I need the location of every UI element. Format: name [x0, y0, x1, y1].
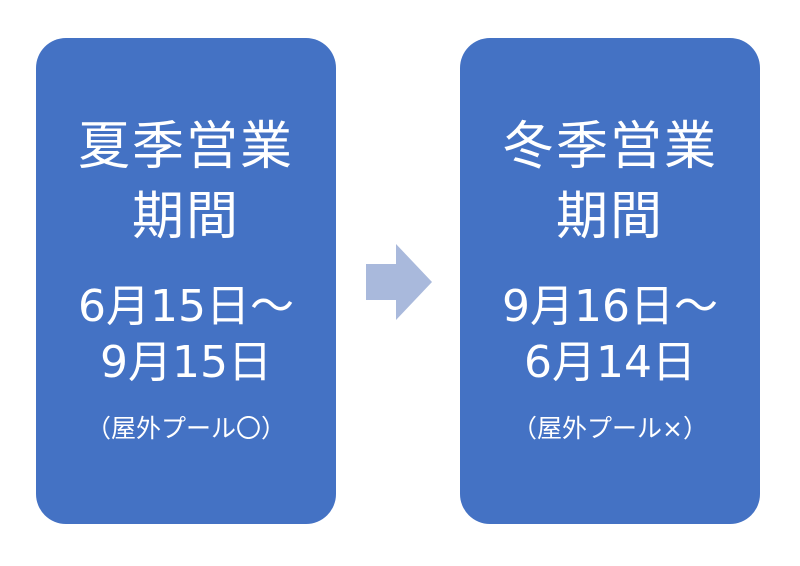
winter-title-line1: 冬季営業	[501, 117, 718, 177]
winter-period-card: 冬季営業 期間 9月16日～ 6月14日 （屋外プール×）	[460, 38, 760, 524]
summer-period-card: 夏季営業 期間 6月15日～ 9月15日 （屋外プール〇）	[36, 38, 336, 524]
summer-date-start: 6月15日～	[78, 281, 294, 332]
winter-outdoor-pool-note: （屋外プール×）	[512, 414, 708, 443]
right-arrow-icon	[366, 244, 432, 320]
winter-date-start: 9月16日～	[502, 281, 718, 332]
summer-date-end: 9月15日	[100, 337, 272, 388]
summer-title-line1: 夏季営業	[77, 117, 294, 177]
summer-outdoor-pool-note: （屋外プール〇）	[85, 414, 286, 443]
summer-title-line2: 期間	[131, 187, 240, 247]
winter-title-line2: 期間	[555, 187, 664, 247]
winter-date-end: 6月14日	[524, 337, 696, 388]
